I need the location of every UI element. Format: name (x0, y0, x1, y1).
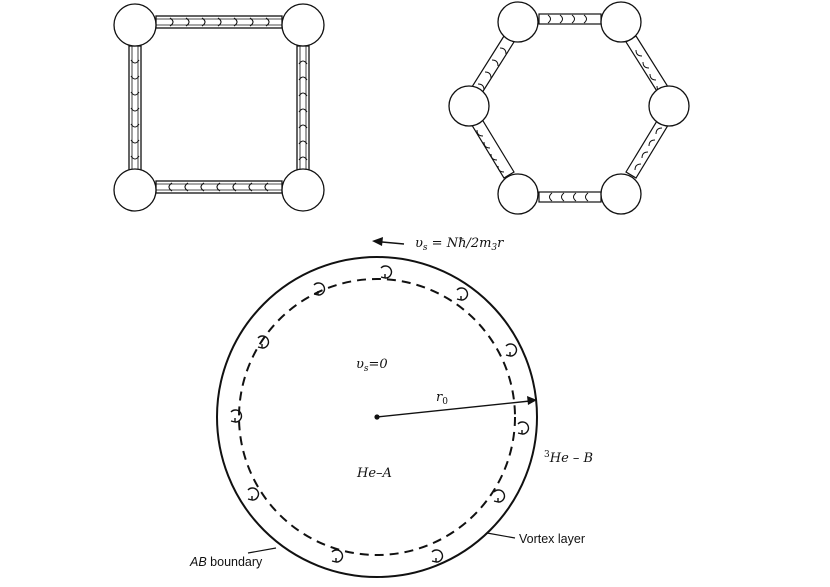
hex-node-top-right (600, 1, 642, 43)
velocity-arrow (372, 237, 405, 246)
hex-link-lower-left (469, 115, 515, 179)
radius-arrowhead (527, 396, 537, 405)
hex-link-bottom (538, 191, 602, 203)
ab-boundary-circle (238, 278, 516, 556)
phase-a-label: He–A (356, 466, 392, 481)
ab-boundary-leader (247, 547, 277, 554)
ab-boundary-label: AB boundary (189, 555, 263, 569)
square-link-bottom (155, 180, 283, 194)
container-wall (216, 256, 538, 578)
hexagonal-vortex-lattice (448, 1, 690, 215)
hex-link-top (538, 13, 602, 25)
phase-b-label: 3He – B (544, 450, 593, 466)
velocity-label: υs = Nħ/2m3r (415, 236, 504, 253)
square-node-bottom-left (113, 168, 157, 212)
vortex-layer-leader (486, 532, 516, 539)
hex-node-bottom-left (497, 173, 539, 215)
square-node-bottom-right (281, 168, 325, 212)
rotating-container-diagram (216, 237, 538, 578)
square-link-right (296, 45, 310, 173)
square-vortex-lattice (113, 3, 325, 212)
hex-node-top-left (497, 1, 539, 43)
square-link-top (155, 15, 283, 29)
inner-velocity-label: υs=0 (356, 357, 388, 374)
vortex-circulation-marks (230, 265, 530, 563)
radius-label: r0 (436, 390, 448, 407)
square-link-left (128, 45, 142, 173)
vortex-layer-label: Vortex layer (519, 532, 585, 546)
hex-node-bottom-right (600, 173, 642, 215)
square-node-top-right (281, 3, 325, 47)
hex-node-left (448, 85, 490, 127)
radius-indicator (374, 396, 537, 420)
square-node-top-left (113, 3, 157, 47)
hex-node-right (648, 85, 690, 127)
